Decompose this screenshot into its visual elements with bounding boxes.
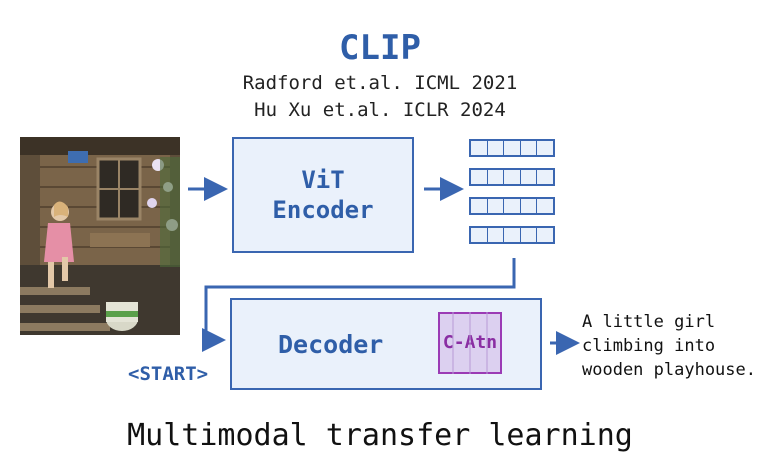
caption-line: climbing into (582, 336, 716, 356)
citation-xu: Hu Xu et.al. ICLR 2024 (254, 99, 506, 121)
caption-line: wooden playhouse. (582, 360, 756, 380)
encoder-label-line1: ViT (301, 166, 345, 194)
token-row (469, 197, 555, 215)
decoder-label: Decoder (278, 330, 384, 359)
encoder-label-line2: Encoder (272, 196, 374, 224)
input-photo (20, 137, 180, 335)
start-token: <START> (128, 363, 209, 385)
output-caption: A little girl climbing into wooden playh… (582, 310, 756, 382)
citation-radford: Radford et.al. ICML 2021 (242, 72, 518, 94)
arrow-tokens-to-decoder (202, 258, 516, 352)
diagram-title: CLIP (339, 28, 421, 68)
token-row (469, 139, 555, 157)
vit-encoder-box: ViT Encoder (232, 137, 414, 253)
caption-line: A little girl (582, 312, 716, 332)
footer-caption: Multimodal transfer learning (127, 418, 633, 453)
embedding-token-grid (469, 139, 555, 255)
token-row (469, 226, 555, 244)
token-row (469, 168, 555, 186)
